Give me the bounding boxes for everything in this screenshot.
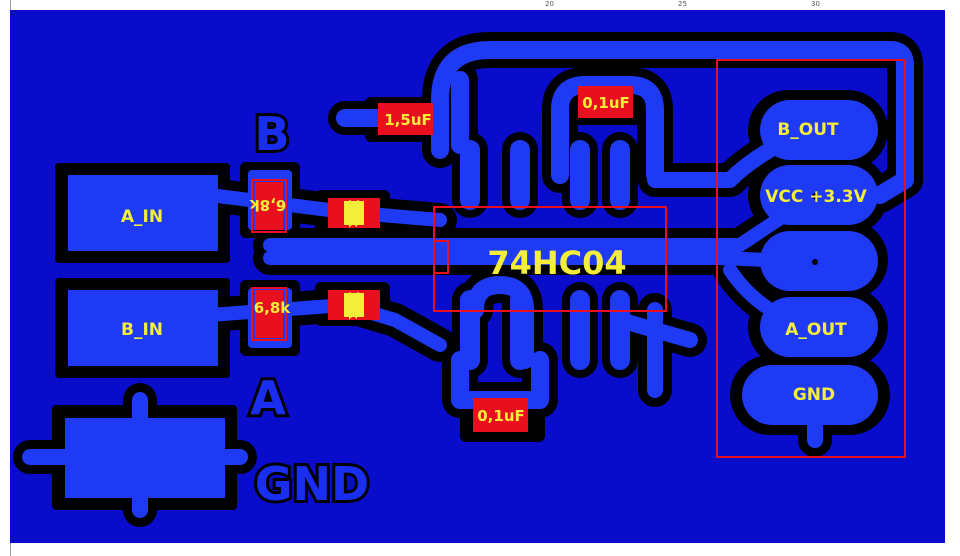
conn-pin-3[interactable] bbox=[760, 231, 878, 291]
ruler-label-25: 25 bbox=[678, 0, 687, 8]
conn-pin-2[interactable] bbox=[760, 165, 878, 225]
res-top-label: 10k bbox=[345, 199, 361, 228]
conn-pin-5[interactable] bbox=[742, 365, 878, 425]
conn-hole-2 bbox=[812, 193, 818, 199]
res-b-label: 6,8k bbox=[249, 196, 287, 214]
cap-1-label: 1,5uF bbox=[384, 111, 432, 129]
pad-gnd[interactable] bbox=[65, 418, 225, 498]
ruler-label-30: 30 bbox=[811, 0, 820, 8]
ic-notch bbox=[433, 240, 449, 274]
label-gnd: GND bbox=[255, 457, 369, 511]
label-b: B bbox=[254, 107, 289, 161]
conn-5-label: GND bbox=[793, 385, 835, 405]
conn-2-label: VCC +3.3V bbox=[765, 187, 867, 207]
pad-a-in[interactable] bbox=[68, 175, 218, 251]
conn-1-label: B_OUT bbox=[777, 120, 839, 140]
cap-3-label: 0,1uF bbox=[477, 407, 525, 425]
conn-pin-1[interactable] bbox=[760, 100, 878, 160]
smd-pad-centers bbox=[344, 201, 364, 317]
pad-a-in-label: A_IN bbox=[121, 207, 163, 227]
label-a: A bbox=[250, 371, 286, 425]
conn-pin-4[interactable] bbox=[760, 297, 878, 357]
ruler-label-20: 20 bbox=[545, 0, 554, 8]
res-bot-label: 10k bbox=[345, 291, 361, 320]
conn-hole-3 bbox=[812, 259, 818, 265]
res-a-label: 6,8k bbox=[254, 299, 292, 317]
connector-outline bbox=[716, 59, 906, 458]
conn-4-label: A_OUT bbox=[785, 320, 847, 340]
pad-b-in[interactable] bbox=[68, 290, 218, 366]
pad-b-in-label: B_IN bbox=[121, 320, 163, 340]
res-b-outline bbox=[251, 179, 287, 233]
res-a-outline bbox=[251, 287, 287, 341]
canvas-margin bbox=[945, 10, 960, 543]
cap-2-label: 0,1uF bbox=[582, 94, 630, 112]
ic-label: 74HC04 bbox=[487, 244, 626, 282]
